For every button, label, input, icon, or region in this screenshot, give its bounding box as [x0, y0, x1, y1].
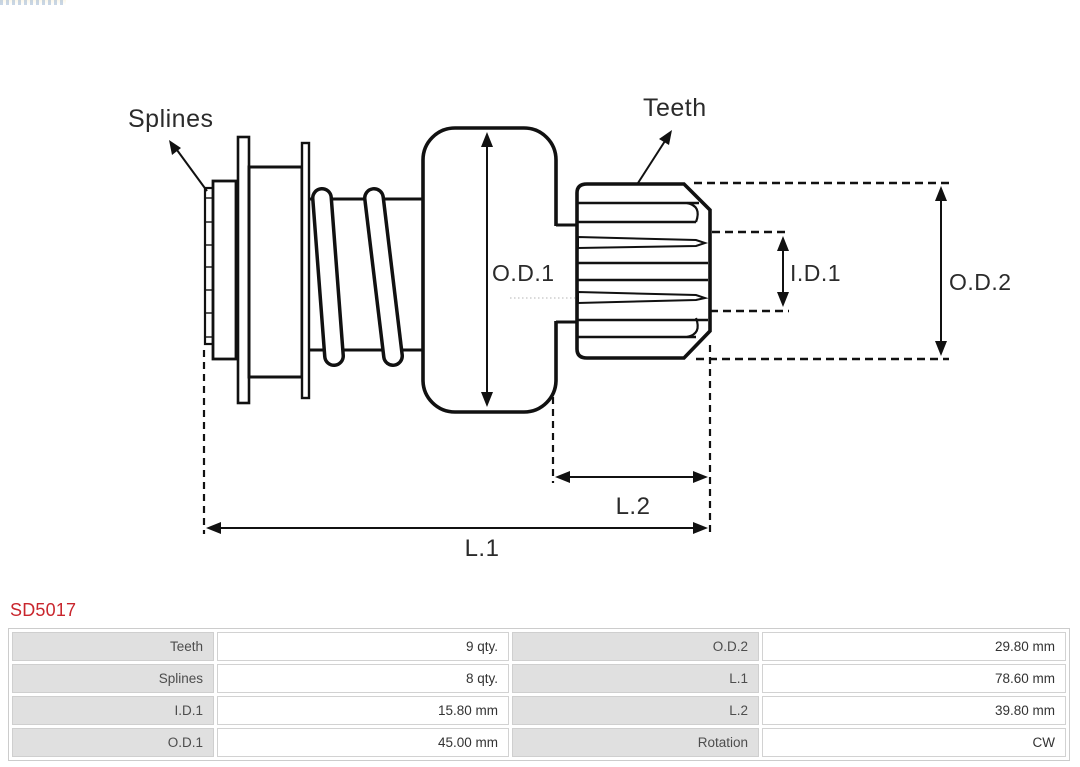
- spec-label: Splines: [12, 664, 214, 693]
- spec-value: CW: [762, 728, 1066, 757]
- specs-table: Teeth 9 qty. O.D.2 29.80 mm Splines 8 qt…: [8, 628, 1070, 761]
- arrow-up-icon: [777, 236, 789, 251]
- spec-value: 9 qty.: [217, 632, 509, 661]
- spec-label: L.1: [512, 664, 759, 693]
- spec-label: O.D.1: [12, 728, 214, 757]
- spec-value: 29.80 mm: [762, 632, 1066, 661]
- l1-label: L.1: [465, 535, 500, 562]
- id1-dimension: [710, 230, 789, 313]
- pinion-gear: [575, 182, 712, 360]
- pinion-neck: [554, 223, 579, 324]
- arrow-up-icon: [481, 132, 493, 147]
- spec-label: Rotation: [512, 728, 759, 757]
- arrow-down-icon: [777, 292, 789, 307]
- arrow-up-left-icon: [169, 140, 181, 155]
- od2-label: O.D.2: [949, 269, 1012, 295]
- spec-value: 8 qty.: [217, 664, 509, 693]
- arrow-up-right-icon: [659, 130, 672, 145]
- id1-label: I.D.1: [790, 260, 841, 286]
- arrow-down-icon: [481, 392, 493, 407]
- od1-dimension: [481, 132, 575, 407]
- spec-label: Teeth: [12, 632, 214, 661]
- l2-dimension: [551, 345, 712, 534]
- arrow-up-icon: [935, 186, 947, 201]
- arrow-left-icon: [206, 522, 221, 534]
- teeth-label: Teeth: [643, 94, 707, 122]
- l2-label: L.2: [616, 493, 651, 520]
- starter-drive-diagram: Splines Teeth O.D.1 I.D.1 O.D.2 L.2 L.1: [128, 94, 1012, 562]
- arrow-right-icon: [693, 471, 708, 483]
- screen-edge-artifact: [0, 0, 66, 5]
- spec-value: 39.80 mm: [762, 696, 1066, 725]
- splines-label: Splines: [128, 105, 214, 133]
- od2-dimension: [694, 181, 949, 361]
- part-number: SD5017: [10, 600, 77, 620]
- spec-label: I.D.1: [12, 696, 214, 725]
- od1-label: O.D.1: [492, 260, 555, 286]
- spline-shaft-end: [203, 135, 311, 405]
- arrow-left-icon: [555, 471, 570, 483]
- spec-value: 15.80 mm: [217, 696, 509, 725]
- splines-callout: [169, 140, 208, 192]
- spec-value: 78.60 mm: [762, 664, 1066, 693]
- arrow-down-icon: [935, 341, 947, 356]
- spec-label: L.2: [512, 696, 759, 725]
- teeth-callout: [637, 130, 672, 184]
- spec-value: 45.00 mm: [217, 728, 509, 757]
- arrow-right-icon: [693, 522, 708, 534]
- technical-drawing: Splines Teeth O.D.1 I.D.1 O.D.2 L.2 L.1: [128, 94, 1012, 562]
- spring-coils: [311, 187, 404, 367]
- l1-dimension: [202, 350, 708, 534]
- spec-label: O.D.2: [512, 632, 759, 661]
